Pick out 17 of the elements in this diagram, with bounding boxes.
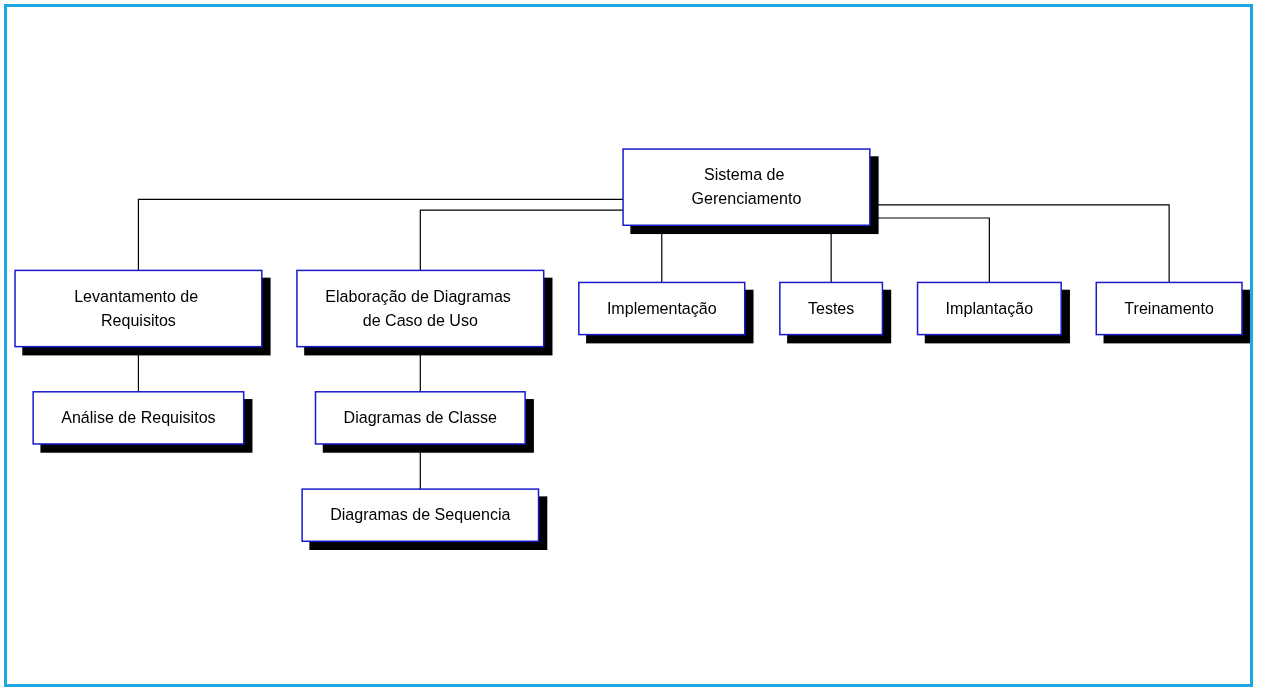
connector (419, 209, 624, 272)
node-box: Análise de Requisitos (32, 391, 245, 446)
node-box: Sistema de Gerenciamento (622, 148, 871, 227)
node-box: Implantação (916, 282, 1062, 336)
node-box: Diagramas de Classe (314, 391, 526, 446)
node-box: Levantamento de Requisitos (14, 270, 263, 348)
node-box: Implementação (578, 282, 746, 336)
node-box: Elaboração de Diagramas de Caso de Uso (296, 270, 545, 348)
node-box: Treinamento (1095, 282, 1243, 336)
connector (137, 346, 139, 393)
connector (419, 443, 421, 491)
connector (869, 217, 990, 284)
node-box: Testes (779, 282, 884, 336)
connector (419, 346, 421, 393)
connector (869, 204, 1170, 284)
node-box: Diagramas de Sequencia (301, 488, 540, 543)
connector (137, 199, 624, 272)
